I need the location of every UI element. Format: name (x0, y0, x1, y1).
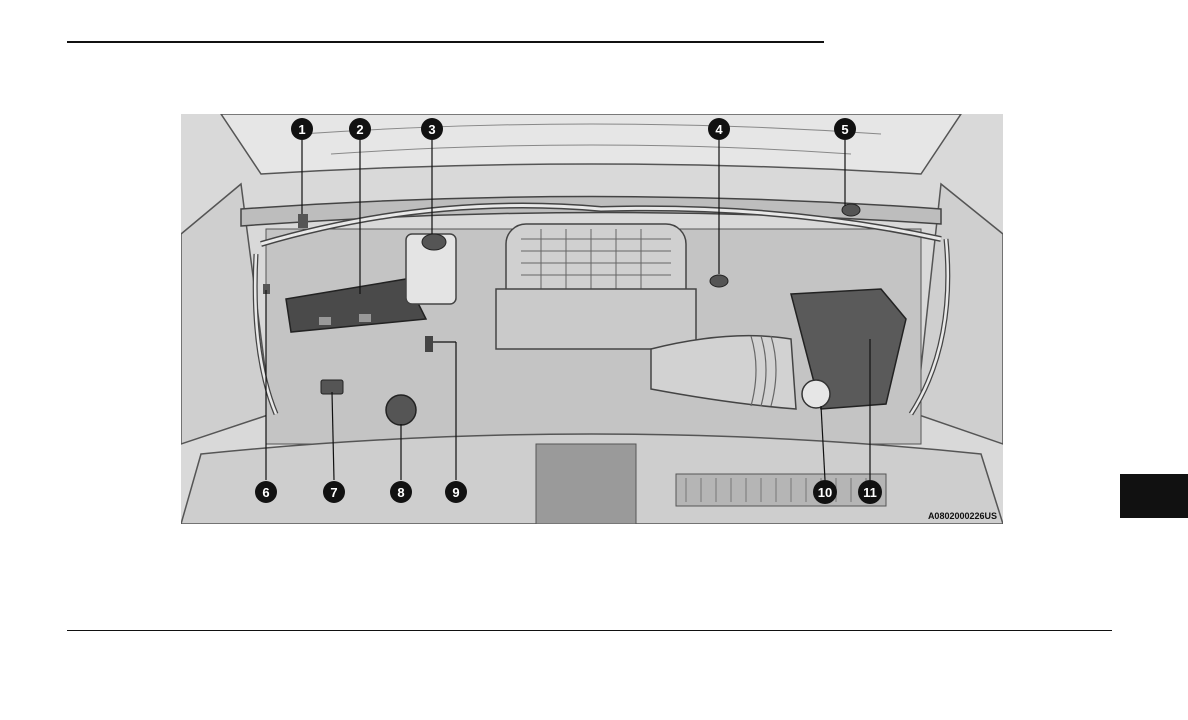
callout-1: 1 (291, 118, 313, 140)
callout-4: 4 (708, 118, 730, 140)
svg-text:8: 8 (397, 485, 404, 500)
callout-3: 3 (421, 118, 443, 140)
svg-text:6: 6 (262, 485, 269, 500)
svg-text:3: 3 (428, 122, 435, 137)
figure-id-label: A0802000226US (928, 511, 997, 521)
header-rule (67, 41, 824, 43)
svg-text:7: 7 (330, 485, 337, 500)
svg-text:4: 4 (715, 122, 723, 137)
callout-8: 8 (390, 481, 412, 503)
callout-2: 2 (349, 118, 371, 140)
section-thumb-tab (1120, 474, 1188, 518)
engine-compartment-figure: 1 2 3 4 5 6 7 8 9 10 11 A0802000226US (181, 114, 1003, 524)
svg-text:11: 11 (863, 485, 877, 500)
svg-text:9: 9 (452, 485, 459, 500)
svg-text:2: 2 (356, 122, 363, 137)
svg-text:10: 10 (818, 485, 832, 500)
svg-text:5: 5 (841, 122, 848, 137)
footer-rule (67, 630, 1112, 631)
callout-10: 10 (813, 480, 837, 504)
svg-text:1: 1 (298, 122, 305, 137)
callout-9: 9 (445, 481, 467, 503)
callout-6: 6 (255, 481, 277, 503)
callout-7: 7 (323, 481, 345, 503)
callout-11: 11 (858, 480, 882, 504)
callout-5: 5 (834, 118, 856, 140)
